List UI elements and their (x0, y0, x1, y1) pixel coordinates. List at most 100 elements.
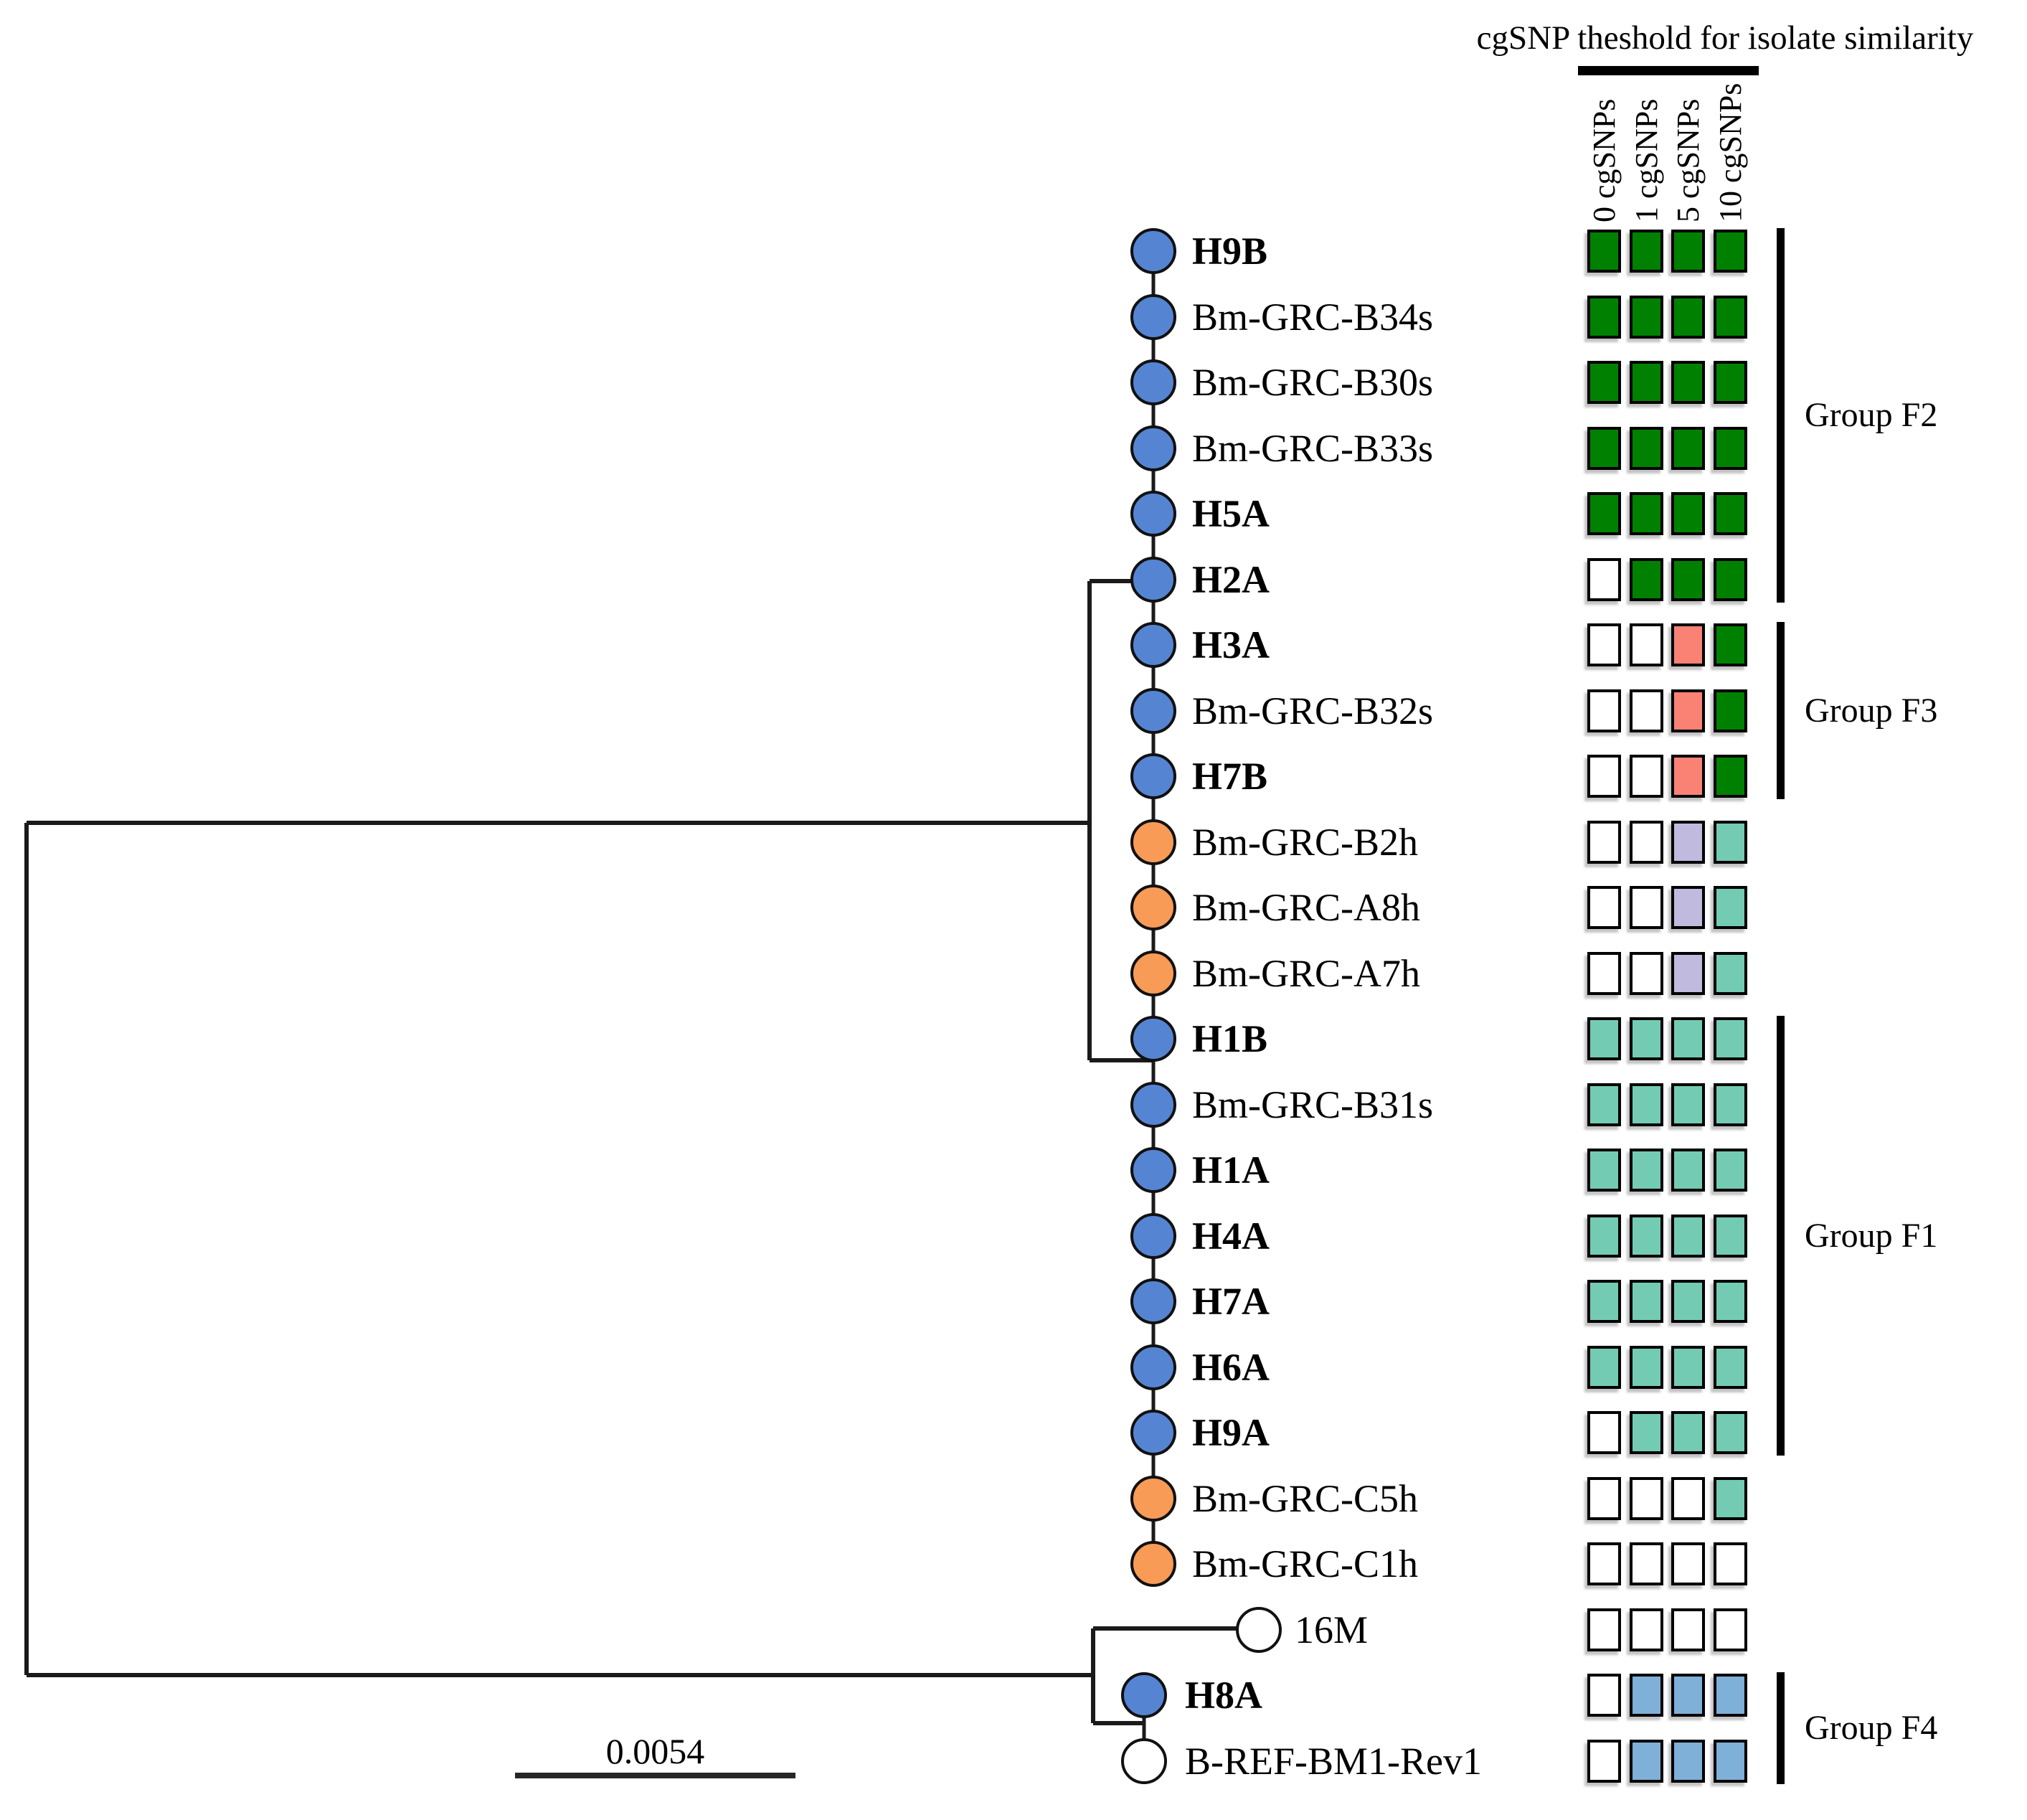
matrix-cell-h3a-col3 (1714, 623, 1747, 666)
tip-label-bm-grc-b34s: Bm-GRC-B34s (1192, 295, 1434, 339)
matrix-cell-bm-grc-b33s-col0 (1587, 426, 1621, 470)
matrix-cell-h8a-col3 (1714, 1674, 1747, 1717)
matrix-cell-bm-grc-c1h-col1 (1630, 1542, 1663, 1585)
matrix-cell-bm-grc-b32s-col3 (1714, 689, 1747, 732)
matrix-cell-bm-grc-b31s-col0 (1587, 1083, 1621, 1126)
matrix-cell-h9a-col1 (1630, 1411, 1663, 1454)
matrix-title: cgSNP theshold for isolate similarity (1476, 19, 1974, 57)
matrix-cell-h4a-col3 (1714, 1214, 1747, 1258)
matrix-cell-bm-grc-c1h-col0 (1587, 1542, 1621, 1585)
matrix-cell-bm-grc-b33s-col2 (1671, 426, 1705, 470)
matrix-cell-h7a-col1 (1630, 1280, 1663, 1323)
matrix-cell-16m-col0 (1587, 1608, 1621, 1651)
group-bar-group-f4 (1777, 1672, 1785, 1784)
matrix-cell-bm-grc-b30s-col2 (1671, 361, 1705, 404)
matrix-cell-h9b-col2 (1671, 230, 1705, 273)
matrix-cell-h7b-col3 (1714, 755, 1747, 798)
column-header-10-cgsnps: 10 cgSNPs (1712, 82, 1748, 222)
tip-label-h9a: H9A (1192, 1411, 1270, 1454)
matrix-cell-bm-grc-b32s-col1 (1630, 689, 1663, 732)
tip-label-h3a: H3A (1192, 623, 1270, 666)
matrix-cell-h9b-col0 (1587, 230, 1621, 273)
matrix-cell-bm-grc-b2h-col3 (1714, 820, 1747, 864)
matrix-cell-bm-grc-b34s-col2 (1671, 295, 1705, 339)
matrix-cell-bm-grc-c1h-col2 (1671, 1542, 1705, 1585)
matrix-cell-h6a-col0 (1587, 1345, 1621, 1389)
tip-node-circle-b-ref-bm1-rev1 (1121, 1738, 1167, 1784)
matrix-cell-bm-grc-b2h-col0 (1587, 820, 1621, 864)
tip-node-circle-bm-grc-b32s (1130, 687, 1176, 734)
matrix-cell-bm-grc-a8h-col2 (1671, 886, 1705, 929)
matrix-cell-bm-grc-b31s-col2 (1671, 1083, 1705, 1126)
matrix-cell-h1a-col0 (1587, 1149, 1621, 1192)
tip-node-circle-h2a (1130, 556, 1176, 603)
scale-bar-line (515, 1773, 795, 1778)
matrix-cell-h7a-col0 (1587, 1280, 1621, 1323)
tip-node-circle-h7a (1130, 1278, 1176, 1324)
group-label-group-f4: Group F4 (1805, 1708, 1938, 1747)
tip-node-circle-h7b (1130, 753, 1176, 799)
matrix-cell-h7a-col3 (1714, 1280, 1747, 1323)
tip-label-h2a: H2A (1192, 557, 1270, 601)
matrix-cell-bm-grc-c5h-col1 (1630, 1476, 1663, 1520)
matrix-cell-h3a-col2 (1671, 623, 1705, 666)
matrix-cell-bm-grc-a8h-col0 (1587, 886, 1621, 929)
matrix-cell-h5a-col0 (1587, 492, 1621, 535)
matrix-cell-b-ref-bm1-rev1-col2 (1671, 1739, 1705, 1783)
tip-node-circle-bm-grc-a8h (1130, 885, 1176, 930)
matrix-cell-h3a-col0 (1587, 623, 1621, 666)
matrix-cell-bm-grc-b30s-col1 (1630, 361, 1663, 404)
matrix-cell-h5a-col1 (1630, 492, 1663, 535)
matrix-cell-h7b-col1 (1630, 755, 1663, 798)
tip-label-bm-grc-b32s: Bm-GRC-B32s (1192, 689, 1434, 732)
matrix-cell-bm-grc-b34s-col0 (1587, 295, 1621, 339)
tip-node-circle-bm-grc-b31s (1130, 1081, 1176, 1128)
matrix-cell-bm-grc-b30s-col0 (1587, 361, 1621, 404)
tip-node-circle-bm-grc-b33s (1130, 425, 1176, 471)
matrix-cell-16m-col3 (1714, 1608, 1747, 1651)
matrix-cell-h6a-col1 (1630, 1345, 1663, 1389)
matrix-cell-bm-grc-a8h-col1 (1630, 886, 1663, 929)
tip-label-h9b: H9B (1192, 230, 1268, 273)
matrix-cell-bm-grc-a8h-col3 (1714, 886, 1747, 929)
matrix-cell-bm-grc-b31s-col1 (1630, 1083, 1663, 1126)
group-bar-group-f3 (1777, 622, 1785, 799)
matrix-cell-h5a-col2 (1671, 492, 1705, 535)
tip-node-circle-bm-grc-b34s (1130, 293, 1176, 340)
matrix-cell-h6a-col2 (1671, 1345, 1705, 1389)
tip-label-bm-grc-a8h: Bm-GRC-A8h (1192, 886, 1421, 929)
matrix-cell-h9b-col3 (1714, 230, 1747, 273)
matrix-cell-h8a-col1 (1630, 1674, 1663, 1717)
matrix-cell-h2a-col0 (1587, 557, 1621, 601)
tip-node-circle-bm-grc-a7h (1130, 950, 1176, 996)
matrix-cell-bm-grc-b32s-col0 (1587, 689, 1621, 732)
tip-node-circle-16m (1236, 1606, 1282, 1653)
matrix-cell-bm-grc-c1h-col3 (1714, 1542, 1747, 1585)
matrix-cell-h2a-col1 (1630, 557, 1663, 601)
column-header-0-cgsnps: 0 cgSNPs (1586, 98, 1622, 222)
tip-node-circle-h1b (1130, 1016, 1176, 1062)
tip-label-h7b: H7B (1192, 755, 1268, 798)
tip-node-circle-h6a (1130, 1344, 1176, 1390)
scale-bar-value: 0.0054 (605, 1731, 705, 1771)
tip-node-circle-bm-grc-b2h (1130, 819, 1176, 865)
tip-node-circle-bm-grc-b30s (1130, 359, 1176, 405)
matrix-cell-16m-col2 (1671, 1608, 1705, 1651)
group-label-group-f1: Group F1 (1805, 1216, 1938, 1255)
column-header-5-cgsnps: 5 cgSNPs (1670, 98, 1706, 222)
tip-label-bm-grc-c1h: Bm-GRC-C1h (1192, 1542, 1419, 1585)
tip-label-bm-grc-b33s: Bm-GRC-B33s (1192, 426, 1434, 470)
matrix-cell-bm-grc-b32s-col2 (1671, 689, 1705, 732)
matrix-cell-h9a-col2 (1671, 1411, 1705, 1454)
group-bar-group-f2 (1777, 228, 1785, 603)
matrix-cell-h2a-col2 (1671, 557, 1705, 601)
tip-label-bm-grc-a7h: Bm-GRC-A7h (1192, 951, 1421, 995)
tip-node-circle-bm-grc-c5h (1130, 1475, 1176, 1522)
matrix-cell-b-ref-bm1-rev1-col3 (1714, 1739, 1747, 1783)
tip-node-circle-h9a (1130, 1410, 1176, 1456)
matrix-cell-bm-grc-c5h-col2 (1671, 1476, 1705, 1520)
matrix-cell-bm-grc-a7h-col3 (1714, 951, 1747, 995)
tip-label-h5a: H5A (1192, 492, 1270, 535)
tip-label-bm-grc-b31s: Bm-GRC-B31s (1192, 1083, 1434, 1126)
matrix-cell-bm-grc-c5h-col3 (1714, 1476, 1747, 1520)
